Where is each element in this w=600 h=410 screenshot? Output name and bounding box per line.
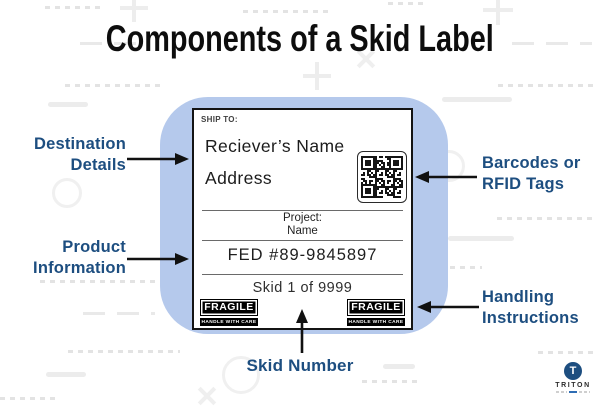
triton-logo-tagline-dashes [548, 391, 598, 393]
bg-bar [46, 372, 86, 377]
callout-product-information: Product Information [18, 237, 126, 278]
page-title: Components of a Skid Label [105, 18, 495, 59]
callout-line: Product [62, 238, 126, 256]
bg-dashed-line [40, 280, 160, 283]
callout-destination-details: Destination Details [18, 134, 126, 175]
divider [202, 240, 403, 241]
fragile-text: FRAGILE [347, 299, 405, 316]
callout-handling-instructions: Handling Instructions [482, 287, 597, 328]
bg-dashed-line [68, 350, 180, 353]
bg-dashed-line [362, 380, 420, 383]
receiver-name: Reciever’s Name [205, 136, 345, 156]
skid-label: SHIP TO: Reciever’s Name Address Project… [192, 108, 413, 330]
fragile-text: FRAGILE [200, 299, 258, 316]
qr-code-icon [357, 151, 407, 203]
bg-circle-icon [52, 178, 82, 208]
bg-dash-line [83, 312, 155, 315]
bg-x-icon [191, 380, 223, 410]
project-name: Name [287, 225, 318, 237]
bg-dashed-line [538, 351, 596, 354]
divider [202, 210, 403, 211]
bg-bar [48, 102, 88, 107]
destination-arrow-icon [127, 153, 189, 165]
bg-dashed-line [498, 84, 598, 87]
bg-bar [448, 236, 514, 241]
address: Address [205, 168, 272, 188]
skid-count: Skid 1 of 9999 [252, 280, 353, 296]
ship-to-label: SHIP TO: [201, 115, 238, 124]
triton-logo-text: TRITON [555, 382, 591, 389]
handling-arrow-icon [417, 301, 479, 313]
callout-barcodes-rfid: Barcodes or RFID Tags [482, 153, 597, 194]
header: Components of a Skid Label [0, 18, 600, 60]
callout-line: Skid Number [246, 356, 354, 375]
callout-line: Instructions [482, 308, 579, 327]
bg-dashed-line [388, 2, 428, 5]
bg-bar [442, 97, 512, 102]
callout-line: RFID Tags [482, 174, 565, 193]
bg-dashed-line [0, 397, 55, 400]
callout-line: Barcodes or [482, 154, 581, 172]
fragile-badge: FRAGILE HANDLE WITH CARE [347, 299, 405, 326]
bg-plus-icon [303, 62, 331, 90]
bg-dashed-line [243, 10, 333, 13]
handle-with-care-text: HANDLE WITH CARE [200, 318, 258, 326]
callout-line: Handling [482, 288, 555, 306]
callout-line: Information [33, 258, 126, 277]
bg-dashed-line [497, 217, 597, 220]
triton-logo-icon: T [564, 362, 582, 380]
project-label: Project: [283, 212, 322, 224]
product-arrow-icon [127, 253, 189, 265]
barcodes-arrow-icon [415, 171, 477, 183]
callout-line: Details [70, 155, 126, 174]
bg-dashed-line [45, 6, 105, 9]
bg-dashed-line [65, 84, 160, 87]
divider [202, 274, 403, 275]
handle-with-care-text: HANDLE WITH CARE [347, 318, 405, 326]
triton-logo: T TRITON [548, 362, 598, 393]
fed-number: FED #89-9845897 [227, 246, 378, 264]
bg-dashed-line [450, 266, 482, 269]
skid-number-arrow-icon [296, 309, 308, 353]
callout-line: Destination [33, 135, 126, 153]
qr-modules [361, 156, 403, 199]
fragile-badge: FRAGILE HANDLE WITH CARE [200, 299, 258, 326]
callout-skid-number: Skid Number [210, 356, 390, 377]
